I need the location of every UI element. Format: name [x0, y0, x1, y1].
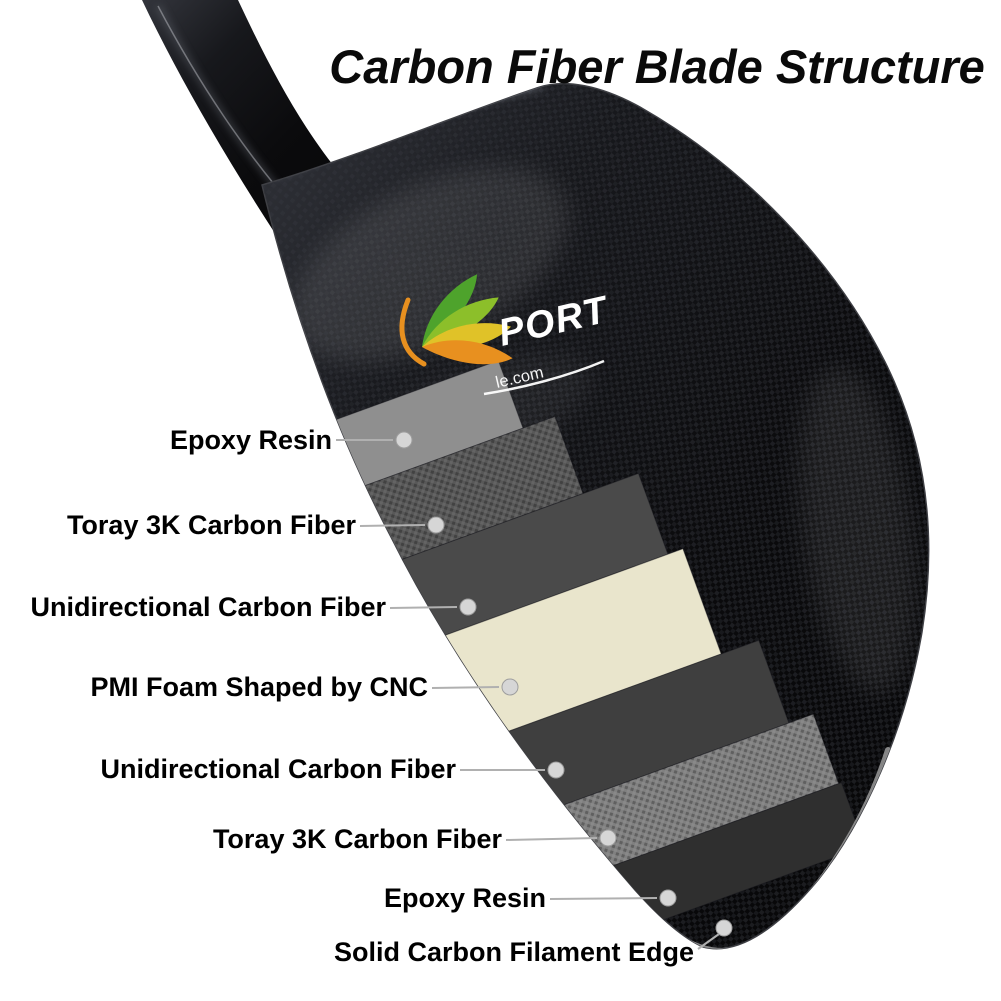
callout-label-epoxy-resin-top: Epoxy Resin — [169, 425, 332, 455]
leader-line-2 — [359, 524, 426, 527]
marker-dot-3 — [459, 598, 477, 616]
marker-dot-4 — [501, 678, 519, 696]
callout-label-epoxy-resin-bottom: Epoxy Resin — [383, 883, 546, 913]
leader-line-8 — [697, 933, 720, 950]
logo-leaf-orange — [422, 340, 513, 365]
callout-label-toray-lower: Toray 3K Carbon Fiber — [212, 824, 502, 854]
logo-underline-swoosh — [483, 359, 605, 396]
callout-label-toray-upper: Toray 3K Carbon Fiber — [66, 510, 356, 540]
leader-line-7 — [549, 897, 658, 900]
marker-dot-8 — [715, 919, 733, 937]
leader-line-6 — [505, 837, 598, 841]
marker-dots — [395, 431, 733, 937]
marker-dot-7 — [659, 889, 677, 907]
callout-label-filament-edge: Solid Carbon Filament Edge — [333, 937, 694, 967]
page-title: Carbon Fiber Blade Structure — [329, 40, 985, 93]
marker-dot-2 — [427, 516, 445, 534]
callout-label-pmi-foam: PMI Foam Shaped by CNC — [90, 672, 428, 702]
logo-stem — [399, 297, 427, 367]
marker-dot-5 — [547, 761, 565, 779]
sheen-upper-left — [291, 167, 569, 363]
marker-dot-1 — [395, 431, 413, 449]
sheen-right — [798, 366, 918, 694]
leader-line-4 — [431, 686, 500, 689]
callout-label-uni-upper: Unidirectional Carbon Fiber — [30, 592, 386, 622]
marker-dot-6 — [599, 829, 617, 847]
leader-line-3 — [389, 606, 458, 609]
leader-lines — [336, 439, 720, 950]
callout-label-uni-lower: Unidirectional Carbon Fiber — [100, 754, 456, 784]
